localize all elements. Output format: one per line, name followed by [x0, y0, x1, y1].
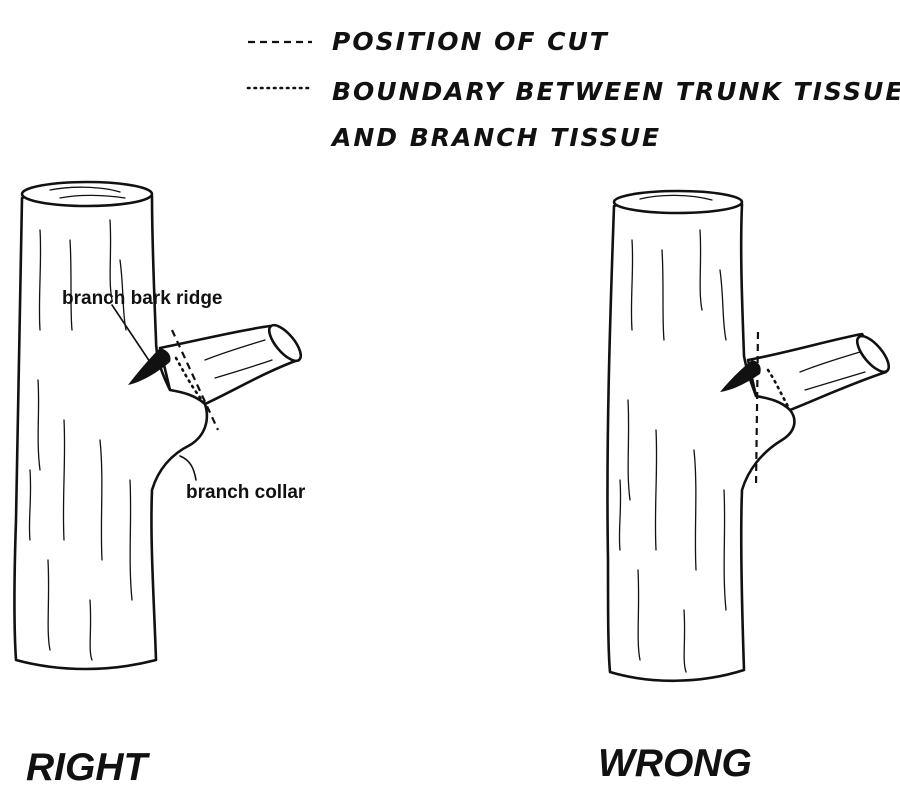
wrong-branch-end [855, 334, 891, 374]
right-branch-end [267, 323, 303, 363]
right-collar-label: branch collar [186, 482, 306, 503]
legend-cut-label: POSITION OF CUT [332, 27, 609, 56]
right-trunk-top [20, 180, 154, 208]
right-ridge-leader [111, 304, 151, 363]
right-collar-leader [179, 455, 197, 481]
right-trunk [13, 184, 209, 671]
right-boundary-line [174, 356, 207, 406]
wrong-branch-bark-ridge [720, 360, 761, 392]
right-branch-bark-ridge [128, 348, 171, 385]
wrong-boundary-line [766, 368, 792, 412]
wrong-verdict-label: WRONG [598, 742, 752, 785]
right-tree-illustration: branch bark ridge branch collar [13, 180, 306, 671]
wrong-tree-illustration [606, 189, 891, 683]
right-verdict-label: RIGHT [26, 746, 151, 789]
right-ridge-label: branch bark ridge [62, 288, 223, 309]
legend-boundary-label-line2: AND BRANCH TISSUE [330, 123, 661, 152]
wrong-trunk [606, 193, 796, 683]
legend-boundary-label-line1: BOUNDARY BETWEEN TRUNK TISSUE [332, 77, 900, 106]
legend: POSITION OF CUT BOUNDARY BETWEEN TRUNK T… [246, 27, 900, 152]
wrong-cut-line [754, 331, 760, 487]
right-cut-line [171, 329, 219, 431]
wrong-trunk-top [612, 189, 744, 215]
